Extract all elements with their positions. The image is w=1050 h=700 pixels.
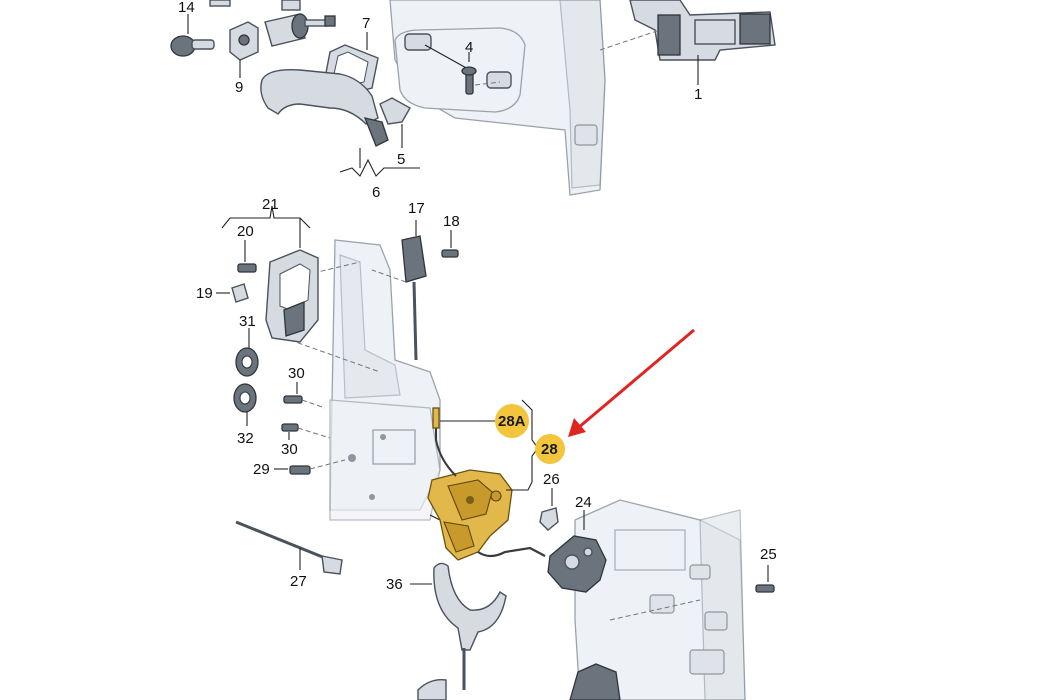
callout-28: 28 [541, 441, 558, 458]
part-6-outer-handle [260, 69, 389, 147]
part-4-screw [461, 52, 501, 95]
part-9-bracket [229, 21, 259, 78]
callout-27: 27 [290, 573, 307, 590]
callout-5: 5 [397, 151, 405, 168]
callout-29: 29 [253, 461, 270, 478]
part-17-wedge [371, 220, 427, 361]
part-26-clip [539, 488, 559, 531]
callout-36: 36 [386, 576, 403, 593]
callout-1: 1 [694, 86, 702, 103]
part-30-screw-lower [281, 423, 331, 440]
callout-26: 26 [543, 471, 560, 488]
callout-17: 17 [408, 200, 425, 217]
lock-cylinder-recess [486, 71, 512, 89]
callout-24: 24 [575, 494, 592, 511]
part-24-lock-bracket [547, 510, 607, 593]
part-28-door-lock [427, 407, 546, 561]
callout-20: 20 [237, 223, 254, 240]
part-5-pad [379, 97, 411, 148]
callout-6-bracket [339, 148, 420, 177]
part-31-grommet [235, 328, 259, 377]
part-20-screw [237, 240, 257, 273]
callout-28a: 28A [498, 413, 526, 430]
callout-4: 4 [465, 39, 473, 56]
right-door-frame [574, 499, 746, 700]
part-21-inner-handle [221, 205, 319, 343]
part-1-striker-assembly [599, 0, 776, 85]
callout-30-upper: 30 [288, 365, 305, 382]
callout-6: 6 [372, 184, 380, 201]
callout-19: 19 [196, 285, 213, 302]
part-18-screw [441, 230, 459, 258]
part-lower-cropped [569, 663, 621, 700]
part-14-lock-cap [170, 14, 215, 57]
callout-25: 25 [760, 546, 777, 563]
callout-7: 7 [362, 15, 370, 32]
part-32-grommet [233, 383, 257, 426]
part-27-cable-tie [235, 520, 343, 575]
lock-cylinder [264, 13, 336, 47]
badge-28: 28 [535, 434, 565, 464]
callout-21: 21 [262, 196, 279, 213]
inner-door-panel [329, 239, 441, 521]
callout-32: 32 [237, 430, 254, 447]
badge-28a: 28A [495, 404, 529, 438]
part-top-clip [209, 0, 301, 11]
part-36-cover [410, 562, 507, 700]
door-handle-recess [404, 33, 432, 51]
upper-door-panel [389, 0, 606, 196]
red-pointer-arrow [568, 328, 695, 437]
callout-9: 9 [235, 79, 243, 96]
callout-30-lower: 30 [281, 441, 298, 458]
callout-28-bracket [440, 399, 539, 491]
callout-14: 14 [178, 0, 195, 16]
part-19-cap [216, 283, 249, 303]
callout-18: 18 [443, 213, 460, 230]
callout-31: 31 [239, 313, 256, 330]
part-25-screw [755, 565, 775, 593]
part-30-screw-upper [283, 382, 326, 409]
part-29-screw [274, 459, 346, 475]
